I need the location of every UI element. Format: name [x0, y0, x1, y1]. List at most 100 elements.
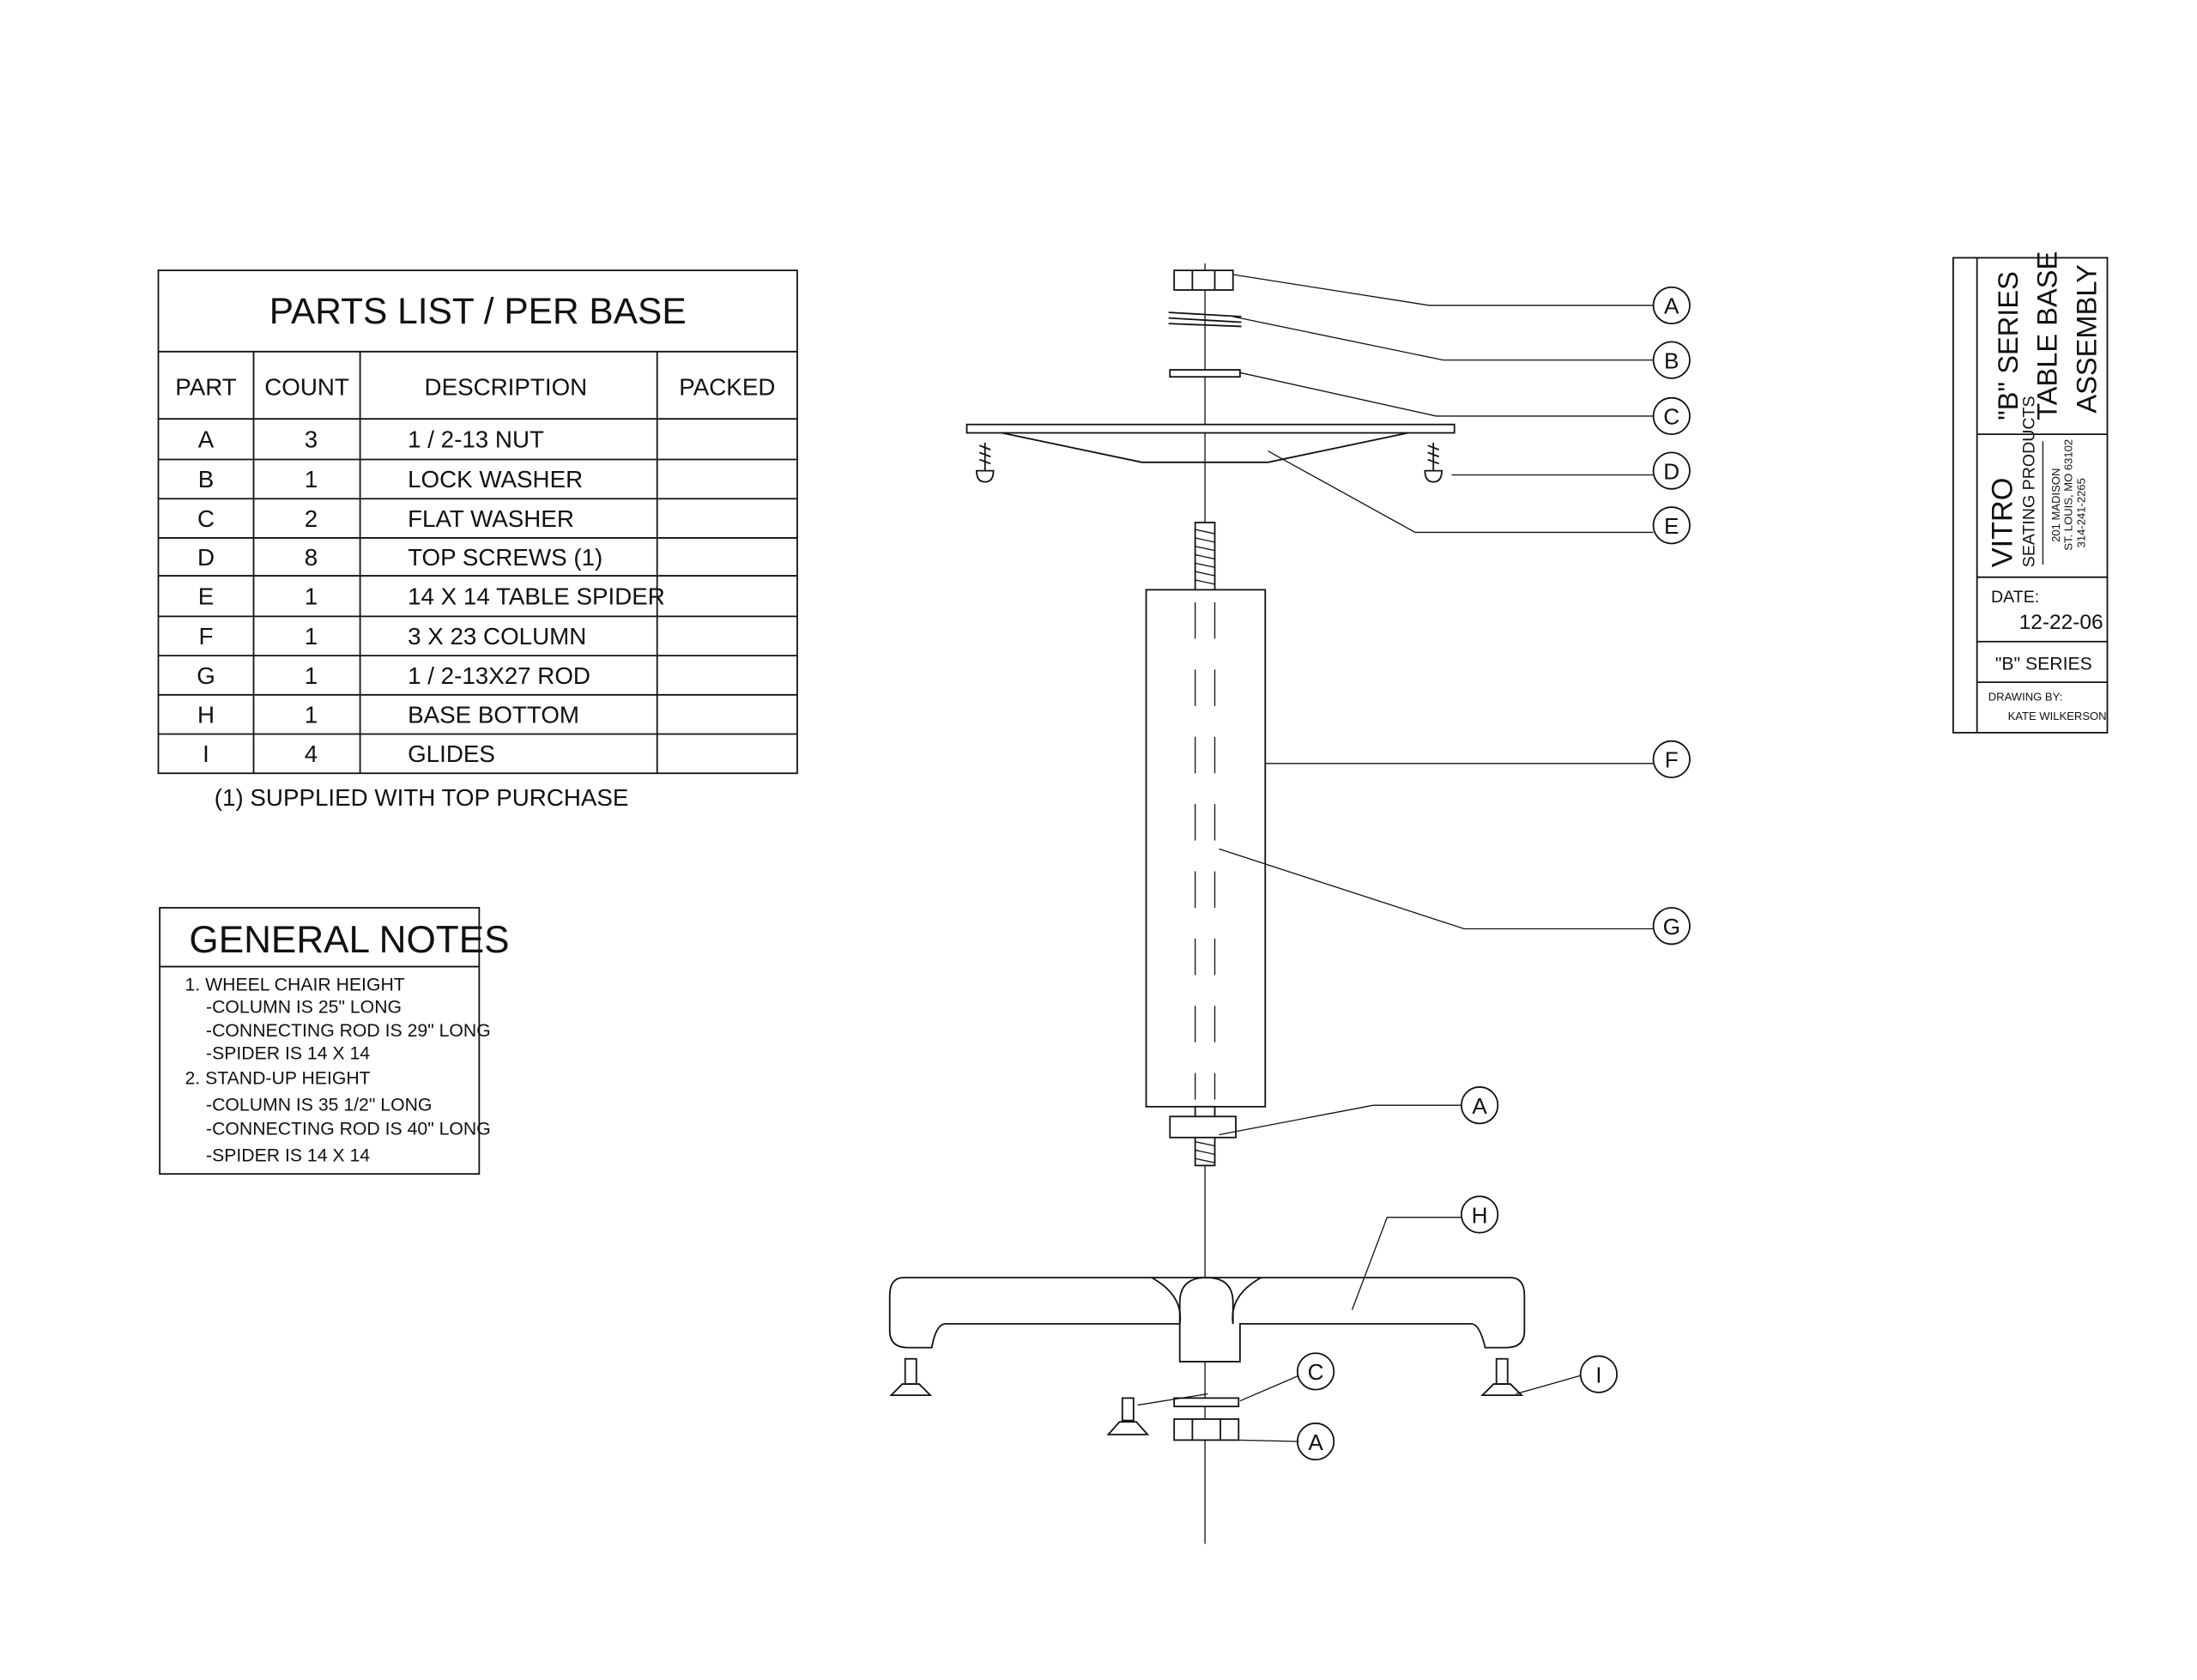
callout-a-top: A: [1652, 286, 1691, 325]
callout-label: A: [1308, 1429, 1323, 1455]
drawn-by-name: KATE WILKERSON: [2008, 710, 2107, 722]
table-row: H 1 BASE BOTTOM: [197, 701, 579, 728]
title-block: "B" SERIES TABLE BASE ASSEMBLY VITRO SEA…: [1952, 251, 2109, 734]
cell-count: 4: [305, 740, 318, 767]
callout-label: I: [1595, 1362, 1601, 1387]
callout-a-bottom: A: [1296, 1422, 1335, 1461]
callout-circle: [1460, 1195, 1499, 1234]
cell-part: E: [198, 583, 215, 610]
note-line: 1. WHEEL CHAIR HEIGHT: [185, 975, 405, 994]
bottom-nut: [1173, 1418, 1240, 1441]
callout-label: C: [1308, 1359, 1324, 1385]
callout-label: G: [1663, 914, 1680, 940]
table-row: E 1 14 X 14 TABLE SPIDER: [198, 583, 665, 610]
cell-part: A: [198, 426, 215, 453]
leader-lines: [1137, 274, 1654, 1442]
callout-circle: [1460, 1086, 1499, 1125]
callout-c-bottom: C: [1296, 1352, 1335, 1391]
cell-count: 1: [305, 662, 318, 689]
cell-description: 3 X 23 COLUMN: [408, 623, 586, 650]
parts-list-footnote: (1) SUPPLIED WITH TOP PURCHASE: [215, 784, 629, 811]
column: [1145, 589, 1267, 1108]
callout-b: B: [1652, 341, 1691, 379]
glide-right: [1480, 1357, 1524, 1397]
callout-f: F: [1652, 740, 1691, 779]
callout-g: G: [1652, 907, 1691, 946]
note-line: -SPIDER IS 14 X 14: [206, 1043, 370, 1063]
cell-description: 1 / 2-13 NUT: [408, 426, 544, 453]
callout-circle: [1652, 341, 1691, 379]
bottom-flat-washer: [1173, 1397, 1240, 1408]
glide-loose: [1106, 1397, 1150, 1435]
middle-nut: [1169, 1115, 1237, 1139]
callout-label: A: [1664, 293, 1680, 319]
top-flat-washer: [1169, 369, 1241, 378]
table-spider: [965, 423, 1456, 463]
col-header-part: PART: [175, 373, 236, 400]
general-notes-title: GENERAL NOTES: [189, 919, 509, 961]
callout-label: C: [1663, 404, 1680, 430]
date-label: DATE:: [1991, 588, 2039, 607]
table-row: I 4 GLIDES: [203, 740, 495, 767]
parts-list-table: PARTS LIST / PER BASE PART COUNT DESCRIP…: [157, 269, 798, 811]
cell-description: GLIDES: [408, 740, 495, 767]
note-line: -CONNECTING ROD IS 29" LONG: [206, 1021, 491, 1041]
cell-count: 2: [305, 505, 318, 532]
callout-circle: [1652, 907, 1691, 946]
col-header-count: COUNT: [264, 373, 349, 400]
callout-a-mid: A: [1460, 1086, 1499, 1125]
cell-count: 1: [305, 583, 318, 610]
top-nut: [1173, 269, 1234, 291]
callout-c-top: C: [1652, 396, 1691, 436]
note-line: -COLUMN IS 25" LONG: [206, 997, 402, 1017]
top-screw-right: [1424, 442, 1443, 483]
rod-hidden-lines: [1195, 602, 1216, 1100]
general-notes: GENERAL NOTES 1. WHEEL CHAIR HEIGHT -COLU…: [159, 907, 510, 1175]
note-line: -SPIDER IS 14 X 14: [206, 1145, 370, 1165]
callout-circle: [1296, 1352, 1335, 1391]
cell-description: LOCK WASHER: [408, 466, 583, 493]
cell-count: 1: [305, 466, 318, 493]
callout-label: E: [1664, 513, 1679, 539]
date-value: 12-22-06: [2019, 611, 2103, 634]
top-screw-left: [976, 442, 995, 483]
title-line-1: "B" SERIES: [1992, 271, 2024, 420]
callout-circle: [1652, 451, 1691, 490]
callout-i: I: [1579, 1355, 1618, 1393]
callout-label: H: [1472, 1202, 1488, 1228]
cell-part: C: [197, 505, 215, 532]
cell-description: 1 / 2-13X27 ROD: [408, 662, 590, 689]
col-header-packed: PACKED: [679, 373, 775, 400]
callout-label: F: [1665, 747, 1679, 773]
address-line-1: 201 MADISON: [2049, 468, 2062, 542]
title-line-2: TABLE BASE: [2031, 251, 2063, 420]
parts-list-title: PARTS LIST / PER BASE: [269, 291, 687, 331]
table-row: G 1 1 / 2-13X27 ROD: [197, 662, 590, 689]
cell-part: D: [197, 544, 215, 571]
callout-circle: [1579, 1355, 1618, 1393]
note-line: -CONNECTING ROD IS 40" LONG: [206, 1119, 491, 1139]
series-label: "B" SERIES: [1995, 654, 2092, 674]
cell-count: 1: [305, 701, 318, 728]
callout-circle: [1652, 506, 1691, 545]
cell-description: BASE BOTTOM: [408, 701, 579, 728]
col-header-description: DESCRIPTION: [425, 373, 588, 400]
cell-description: TOP SCREWS (1): [408, 544, 602, 571]
cell-description: 14 X 14 TABLE SPIDER: [408, 583, 665, 610]
cell-part: H: [197, 701, 215, 728]
note-line: 2. STAND-UP HEIGHT: [185, 1069, 371, 1089]
threaded-rod-top: [1194, 522, 1216, 592]
callout-e: E: [1652, 506, 1691, 545]
cell-part: I: [203, 740, 209, 767]
callout-circle: [1296, 1422, 1335, 1461]
callout-h: H: [1460, 1195, 1499, 1234]
callout-circle: [1652, 740, 1691, 779]
base-bottom: [888, 1277, 1526, 1363]
cell-part: G: [197, 662, 215, 689]
callout-label: D: [1663, 458, 1680, 484]
cell-part: F: [199, 623, 214, 650]
